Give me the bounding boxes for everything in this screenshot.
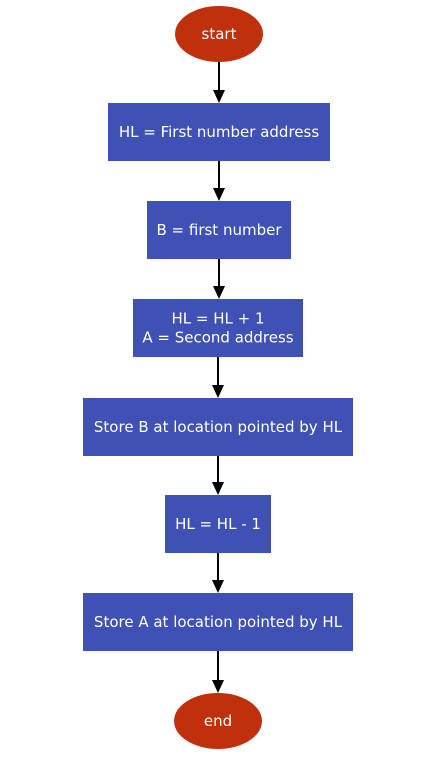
node-load-b: B = first number [147,201,291,259]
arrow-load-hl-to-load-b [213,161,225,201]
end-label: end [204,712,232,730]
store-b-label: Store B at location pointed by HL [94,418,343,436]
arrow-dec-hl-to-store-a [212,553,224,593]
arrow-head [213,286,225,299]
node-end: end [174,693,262,749]
store-b-process-box [83,398,353,456]
inc-hl-process-box [133,299,303,357]
arrow-store-a-to-end [212,651,224,693]
load-b-label: B = first number [156,221,282,239]
edges-layer [212,62,225,693]
dec-hl-label: HL = HL - 1 [175,515,261,533]
arrow-head [212,580,224,593]
load-hl-process-box [108,103,330,161]
node-dec-hl: HL = HL - 1 [165,495,271,553]
store-a-label: Store A at location pointed by HL [94,613,343,631]
dec-hl-process-box [165,495,271,553]
store-a-process-box [83,593,353,651]
load-b-process-box [147,201,291,259]
node-store-a: Store A at location pointed by HL [83,593,353,651]
arrow-head [212,680,224,693]
arrow-head [213,188,225,201]
arrow-store-b-to-dec-hl [212,456,224,495]
arrow-head [212,482,224,495]
arrow-head [212,385,224,398]
arrow-head [213,90,225,103]
arrow-inc-hl-to-store-b [212,357,224,398]
node-load-hl: HL = First number address [108,103,330,161]
arrow-start-to-load-hl [213,62,225,103]
start-terminal-ellipse [175,6,263,62]
start-label: start [202,25,237,43]
nodes-layer: start HL = First number address B = first … [83,6,353,749]
node-store-b: Store B at location pointed by HL [83,398,353,456]
arrow-load-b-to-inc-hl [213,259,225,299]
inc-hl-label-line-1: HL = HL + 1 [171,310,264,328]
node-start: start [175,6,263,62]
load-hl-label: HL = First number address [119,123,320,141]
end-terminal-ellipse [174,693,262,749]
inc-hl-label-line-2: A = Second address [142,329,293,347]
node-inc-hl: HL = HL + 1A = Second address [133,299,303,357]
